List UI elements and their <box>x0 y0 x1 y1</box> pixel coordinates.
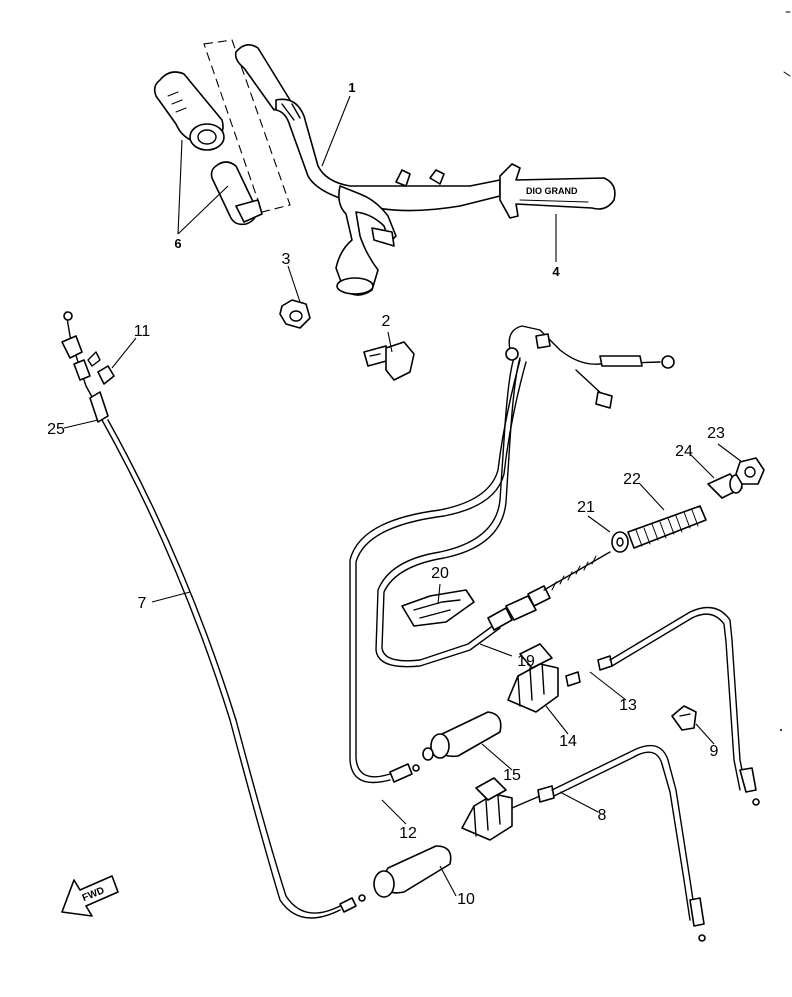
part-10-boot <box>373 845 452 898</box>
label-2: 2 <box>382 313 391 330</box>
label-8: 8 <box>598 807 607 824</box>
label-12: 12 <box>399 825 417 842</box>
part-labels: 1 2 3 4 6 7 8 9 10 11 12 13 14 15 19 20 … <box>47 80 725 908</box>
label-9: 9 <box>710 743 719 760</box>
part-12-cable <box>349 359 527 784</box>
dot-mark <box>780 729 782 731</box>
part-7-throttle-cable <box>61 311 366 919</box>
part-21-washer <box>611 531 629 553</box>
label-25: 25 <box>47 421 65 438</box>
part-9-clip <box>671 705 697 731</box>
part-3-nut <box>279 299 311 329</box>
grip-lettering: DIO GRAND <box>526 186 578 196</box>
label-22: 22 <box>623 471 641 488</box>
part-23-nut <box>735 457 765 485</box>
label-23: 23 <box>707 425 725 442</box>
label-1: 1 <box>348 80 355 95</box>
label-11: 11 <box>134 323 151 340</box>
label-10: 10 <box>457 891 475 908</box>
label-7: 7 <box>138 595 147 612</box>
part-19-cable <box>375 325 675 668</box>
part-20-clamp <box>401 589 475 627</box>
part-11-screw <box>87 351 115 385</box>
part-14-junction <box>507 643 559 713</box>
part-22-spring <box>627 505 707 549</box>
label-21: 21 <box>577 499 595 516</box>
part-4-right-grip: DIO GRAND <box>499 163 616 219</box>
label-15: 15 <box>503 767 521 784</box>
label-4: 4 <box>552 264 560 279</box>
label-6: 6 <box>174 236 181 251</box>
part-2-bolt <box>363 341 415 381</box>
label-13: 13 <box>619 697 637 714</box>
part-1-handlebar <box>275 98 501 296</box>
fwd-arrow-icon: FWD <box>61 875 119 917</box>
edge-marks <box>783 11 791 77</box>
part-8-cable <box>461 744 706 942</box>
label-14: 14 <box>559 733 577 750</box>
leader-lines <box>63 95 743 897</box>
part-13-cable <box>565 606 760 806</box>
label-3: 3 <box>282 251 291 268</box>
label-24: 24 <box>675 443 693 460</box>
label-20: 20 <box>431 565 449 582</box>
part-6-left-grips <box>153 39 291 226</box>
label-19: 19 <box>517 653 535 670</box>
part-15-boot <box>422 711 502 761</box>
